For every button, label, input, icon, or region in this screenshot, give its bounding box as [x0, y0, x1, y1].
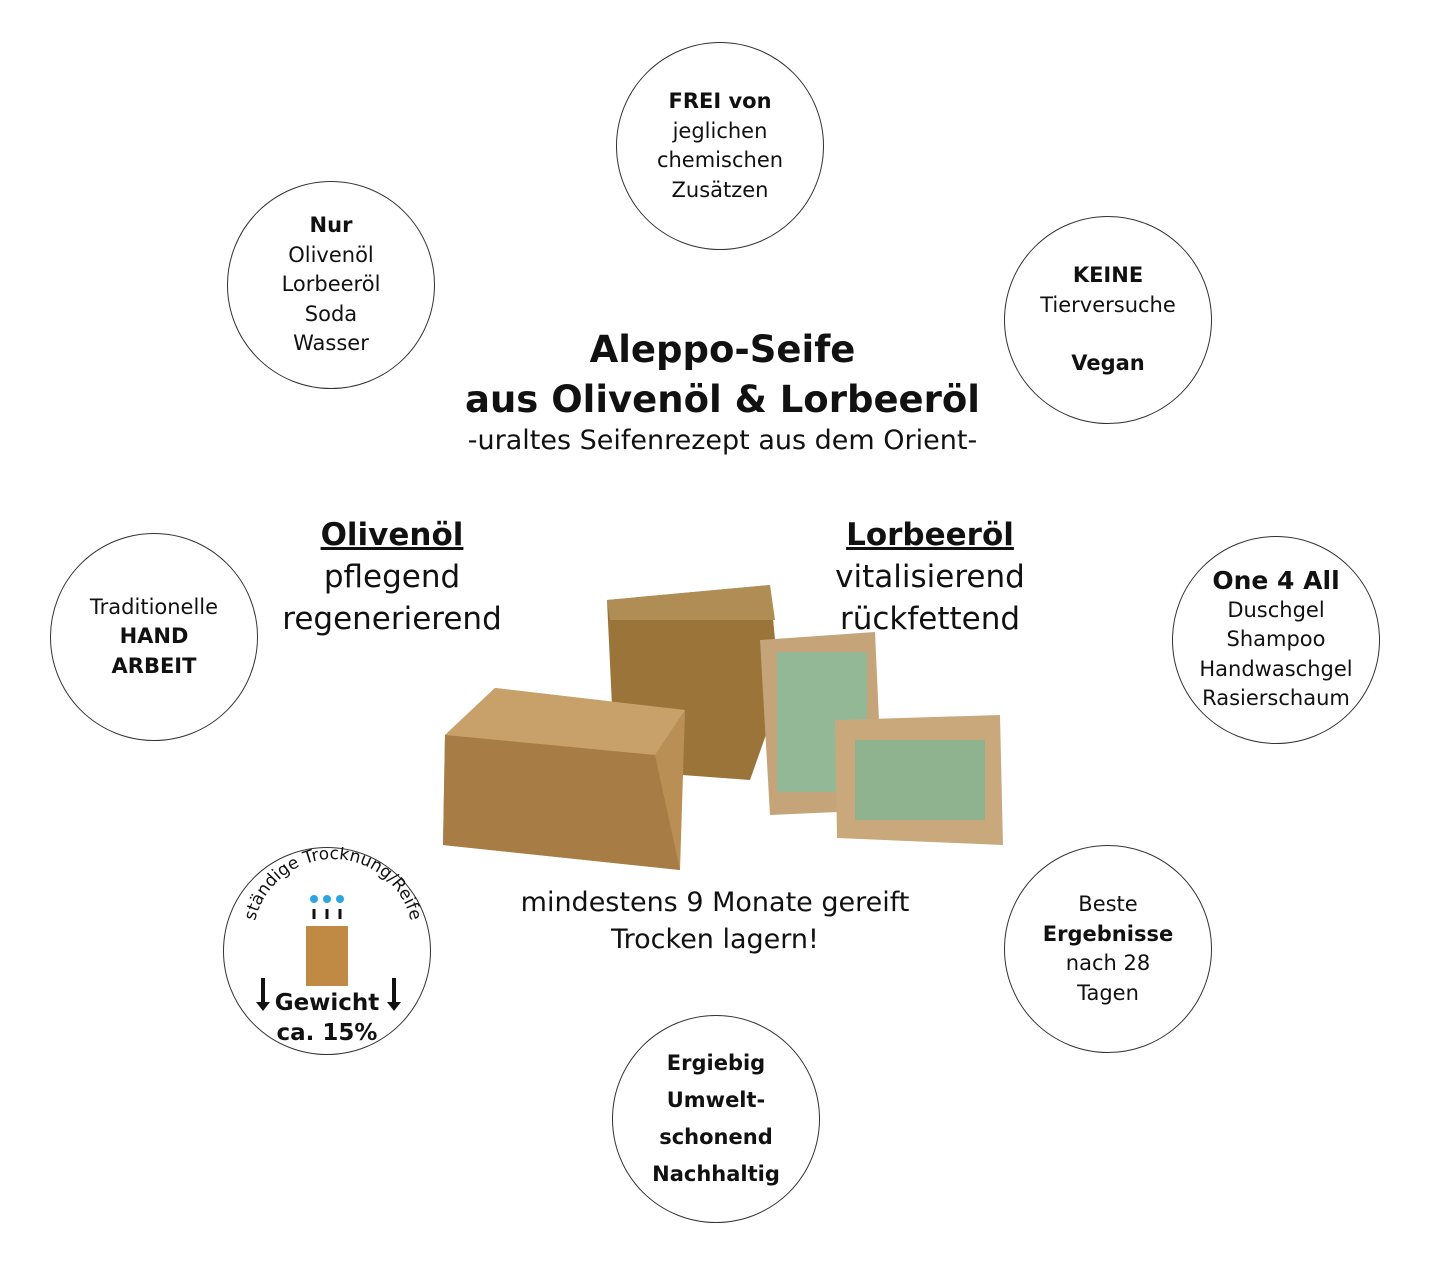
olive-oil-block: Olivenöl pflegend regenerierend [272, 514, 512, 640]
olive-oil-property: pflegend [323, 559, 461, 595]
circle-line: Olivenöl [288, 242, 374, 267]
olive-oil-heading: Olivenöl [320, 517, 464, 553]
weight-label: Gewicht [274, 990, 380, 1016]
title-line-2: aus Olivenöl & Lorbeeröl [465, 378, 980, 421]
circle-line: ARBEIT [111, 653, 197, 678]
circle-line: Duschgel [1227, 597, 1325, 622]
laurel-oil-property: rückfettend [839, 601, 1021, 637]
drying-circle: ständige Trocknung/Reife Gewicht ca. 15% [223, 847, 431, 1055]
circle-line: Ergebnisse [1042, 921, 1174, 946]
ripening-note: mindestens 9 Monate gereift [520, 887, 910, 918]
drying-arc-text: ständige Trocknung/Reife [240, 847, 426, 1011]
circle-line: Soda [304, 301, 358, 326]
circle-line: KEINE [1072, 263, 1144, 288]
title-line-1: Aleppo-Seife [589, 328, 856, 371]
circle-line: Umwelt- [666, 1088, 766, 1112]
circle-line: Vegan [1071, 351, 1145, 376]
circle-line: Nachhaltig [652, 1162, 780, 1186]
soap-image [443, 585, 1003, 870]
circle-line: HAND [119, 624, 189, 649]
soap-bar-icon [306, 926, 348, 986]
laurel-oil-heading: Lorbeeröl [846, 517, 1014, 553]
circle-line: Ergiebig [666, 1051, 766, 1075]
laurel-oil-property: vitalisierend [835, 559, 1025, 595]
circle-line: Shampoo [1226, 627, 1326, 652]
circle-line: Tierversuche [1040, 292, 1176, 317]
water-drops-icon [310, 895, 344, 903]
circle-line: Rasierschaum [1202, 686, 1350, 711]
circle-line: Beste [1078, 892, 1138, 916]
circle-line: FREI von [668, 89, 772, 113]
subtitle: -uraltes Seifenrezept aus dem Orient- [467, 425, 978, 456]
down-arrow-icon [261, 978, 396, 1005]
circle-line: Handwaschgel [1199, 656, 1353, 681]
storage-note: Trocken lagern! [611, 924, 819, 955]
olive-oil-property: regenerierend [282, 601, 502, 637]
circle-line: Tagen [1077, 980, 1139, 1005]
weight-percent: ca. 15% [276, 1020, 378, 1046]
circle-line: nach 28 [1065, 951, 1151, 975]
circle-line: Traditionelle [89, 594, 219, 619]
up-arrows-icon [312, 909, 342, 919]
circle-line: Nur [309, 213, 353, 238]
circle-line: Zusätzen [671, 177, 769, 202]
circle-line: jeglichen [672, 118, 768, 143]
svg-text:ständige Trocknung/Reife: ständige Trocknung/Reife [240, 847, 425, 922]
circle-line: schonend [659, 1125, 773, 1149]
circle-line: One 4 All [1212, 566, 1340, 596]
circle-line: Wasser [293, 331, 369, 356]
circle-line: chemischen [656, 148, 784, 172]
circle-line: Lorbeeröl [281, 272, 381, 297]
laurel-oil-block: Lorbeeröl vitalisierend rückfettend [810, 514, 1050, 640]
